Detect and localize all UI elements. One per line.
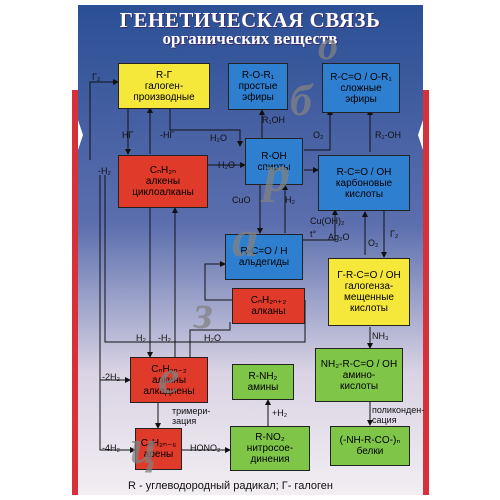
label-g2: Г₂ bbox=[92, 72, 101, 82]
node-name: галоген- производные bbox=[133, 80, 195, 103]
label-r1oh: R₁OH bbox=[262, 115, 286, 125]
node-name: сложные эфиры bbox=[340, 82, 382, 105]
label-r1-oh: R₁-OH bbox=[375, 130, 402, 140]
node-formula: CₙH₂ₙ₋₆ bbox=[140, 438, 177, 449]
label-h2-a: H₂ bbox=[136, 333, 146, 343]
label-g2-right: Г₂ bbox=[390, 229, 399, 239]
node-name: галогенза- мещенные кислоты bbox=[344, 281, 394, 314]
node-formula: R-C=O / H bbox=[240, 246, 288, 257]
node-formula: R-C=O / OH bbox=[336, 166, 392, 178]
label-hg: HГ bbox=[122, 130, 134, 140]
watermark-letter: о bbox=[318, 23, 338, 68]
label-h2-mid: H₂ bbox=[285, 195, 295, 205]
left-red-stripe bbox=[72, 90, 78, 495]
node-formula: R-O-R₁ bbox=[241, 70, 275, 81]
label-trimerization: тримери- зация bbox=[172, 406, 211, 426]
node-aldehydes: R-C=O / H альдегиды bbox=[225, 234, 303, 280]
node-nitro-compounds: R-NO₂ нитросое- динения bbox=[230, 426, 310, 471]
node-name: белки bbox=[356, 446, 384, 457]
node-name: нитросое- динения bbox=[246, 443, 294, 465]
label-nh3: NH₃ bbox=[372, 331, 389, 341]
node-formula: Г-R-C=O / OH bbox=[337, 270, 401, 281]
node-arenes: CₙH₂ₙ₋₆ арены bbox=[135, 428, 182, 470]
label-ag2o: Ag₂O bbox=[328, 232, 350, 242]
label-o2-top: O₂ bbox=[313, 130, 324, 140]
label-h2o-mid: H₂O bbox=[218, 160, 235, 170]
watermark-letter: а bbox=[232, 211, 258, 268]
node-name: алканы bbox=[251, 306, 286, 317]
label-t: t° bbox=[310, 229, 317, 239]
node-formula: R-OH bbox=[261, 150, 287, 162]
label-minus-hg: -HГ bbox=[160, 130, 175, 140]
node-amino-acids: NH₂-R-C=O / OH амино- кислоты bbox=[315, 348, 403, 402]
label-h2o-top: H₂O bbox=[210, 133, 227, 143]
label-polycondensation: поликонден- сация bbox=[372, 405, 425, 425]
node-name: карбоновые кислоты bbox=[335, 177, 393, 200]
node-formula: NH₂-R-C=O / OH bbox=[320, 358, 398, 370]
label-minus-h2: -H₂ bbox=[98, 166, 111, 176]
label-plus-h2: +H₂ bbox=[272, 408, 288, 418]
node-formula: (-NH-R-CO-)ₙ bbox=[339, 435, 401, 446]
node-proteins: (-NH-R-CO-)ₙ белки bbox=[330, 426, 410, 466]
footer-legend: R - углеводородный радикал; Г- галоген bbox=[128, 480, 333, 492]
title-line-1: ГЕНЕТИЧЕСКАЯ СВЯЗЬ bbox=[119, 8, 381, 32]
node-formula: R-NH₂ bbox=[248, 371, 278, 382]
node-ethers: R-O-R₁ простые эфиры bbox=[228, 63, 288, 110]
label-minus-2h2: -2H₂ bbox=[102, 372, 120, 382]
watermark-letter: р bbox=[264, 146, 290, 203]
right-red-stripe bbox=[423, 90, 429, 495]
watermark-letter: ц bbox=[130, 421, 157, 474]
label-cuo: CuO bbox=[232, 195, 251, 205]
node-formula: R-Г bbox=[156, 69, 172, 81]
label-h2o-low: H₂O bbox=[204, 333, 221, 343]
node-name: альдегиды bbox=[238, 257, 290, 268]
node-name: амины bbox=[247, 382, 279, 393]
node-alkenes-cycloalkanes: CₙH₂ₙ алкены циклоалканы bbox=[118, 155, 208, 208]
node-amines: R-NH₂ амины bbox=[232, 364, 294, 400]
node-name: спирты bbox=[257, 161, 291, 173]
node-formula: R-C=O / O-R₁ bbox=[330, 71, 392, 83]
node-alkynes-alkadienes: CₙH₂ₙ₋₂ алкины алкадиены bbox=[130, 357, 208, 403]
node-alcohols: R-OH спирты bbox=[245, 138, 303, 185]
node-formula: R-NO₂ bbox=[255, 432, 285, 443]
title-line-2: органических веществ bbox=[162, 29, 338, 48]
node-formula: CₙH₂ₙ₋₂ bbox=[151, 363, 187, 375]
label-minus-h2-b: -H₂ bbox=[158, 333, 171, 343]
node-esters: R-C=O / O-R₁ сложные эфиры bbox=[322, 63, 400, 113]
node-carboxylic-acids: R-C=O / OH карбоновые кислоты bbox=[318, 155, 410, 211]
node-name: алкены циклоалканы bbox=[132, 176, 194, 198]
watermark-letter: б bbox=[290, 76, 312, 125]
watermark-letter: е bbox=[158, 351, 180, 404]
watermark-letter: з bbox=[194, 286, 213, 339]
label-hono2: HONO₂ bbox=[190, 443, 221, 453]
node-name: простые эфиры bbox=[238, 81, 278, 103]
node-name: алкины алкадиены bbox=[143, 374, 195, 397]
label-minus-4h2: -4H₂ bbox=[102, 443, 120, 453]
node-formula: CₙH₂ₙ₊₂ bbox=[250, 295, 287, 306]
label-cuoh2: Cu(OH)₂ bbox=[310, 216, 345, 226]
label-o2-mid: O₂ bbox=[368, 238, 379, 248]
node-halogen-substituted-acids: Г-R-C=O / OH галогенза- мещенные кислоты bbox=[328, 258, 410, 326]
node-halogen-derivatives: R-Г галоген- производные bbox=[118, 63, 210, 109]
node-name: арены bbox=[143, 449, 174, 460]
node-formula: CₙH₂ₙ bbox=[149, 165, 177, 176]
node-alkanes: CₙH₂ₙ₊₂ алканы bbox=[232, 288, 305, 324]
node-name: амино- кислоты bbox=[339, 369, 379, 392]
